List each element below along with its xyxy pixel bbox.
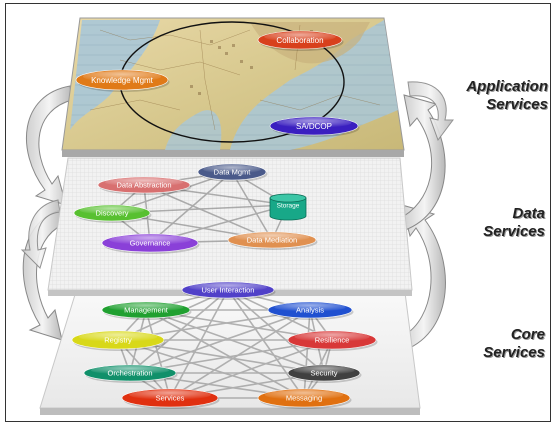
node-label: Governance: [130, 239, 171, 248]
connection-line: [227, 289, 305, 399]
node-label: SA/DCOP: [296, 122, 332, 131]
node-label: Orchestration: [107, 369, 152, 378]
application-services-label: Application Services: [440, 78, 548, 114]
node-label: Registry: [104, 336, 132, 345]
node-label: Knowledge Mgmt: [91, 76, 154, 85]
node-label: Data Abstraction: [116, 181, 171, 190]
connection-line: [117, 339, 305, 399]
connection-line: [129, 289, 229, 374]
node-data-mgmt[interactable]: Data Mgmt: [197, 163, 268, 182]
core-services-label: Core Services: [440, 326, 545, 362]
node-label: Collaboration: [276, 36, 323, 45]
node-resilience[interactable]: Resilience: [287, 330, 378, 351]
core-services-layer: [39, 284, 421, 415]
core-services-label-line1: Core: [510, 326, 545, 343]
node-security[interactable]: Security: [287, 364, 362, 383]
node-label: Services: [156, 394, 185, 403]
connection-line: [145, 309, 325, 374]
node-data-mediation[interactable]: Data Mediation: [227, 231, 318, 250]
connection-line: [149, 171, 233, 244]
node-management[interactable]: Management: [101, 301, 192, 320]
node-sadcop[interactable]: SA/DCOP: [269, 116, 360, 137]
connection-line: [129, 309, 311, 374]
connection-line: [143, 184, 273, 241]
node-storage[interactable]: Storage: [269, 193, 307, 221]
application-services-label-line2: Services: [486, 96, 548, 113]
node-label: Resilience: [315, 336, 350, 345]
data-services-label-line2: Services: [483, 223, 545, 240]
connection-line: [145, 309, 305, 399]
node-label: Management: [124, 306, 169, 315]
node-analysis[interactable]: Analysis: [267, 301, 354, 320]
connection-line: [169, 339, 333, 399]
node-collaboration[interactable]: Collaboration: [257, 30, 344, 51]
data-services-label: Data Services: [440, 205, 545, 241]
node-data-abstraction[interactable]: Data Abstraction: [97, 176, 192, 195]
node-services[interactable]: Services: [121, 388, 220, 409]
connection-line: [169, 309, 311, 399]
node-label: Messaging: [286, 394, 322, 403]
node-user-interaction[interactable]: User Interaction: [181, 281, 276, 300]
data-services-label-line1: Data: [512, 205, 545, 222]
node-orchestration[interactable]: Orchestration: [83, 364, 178, 383]
node-label: Discovery: [96, 209, 129, 218]
node-messaging[interactable]: Messaging: [257, 388, 352, 409]
left-cycle-arrows: [20, 85, 73, 341]
core-services-label-line2: Services: [483, 344, 545, 361]
node-label: Analysis: [296, 306, 324, 315]
connection-line: [303, 309, 311, 399]
node-registry[interactable]: Registry: [71, 330, 166, 351]
node-label: Data Mgmt: [214, 168, 252, 177]
node-knowledge[interactable]: Knowledge Mgmt: [75, 69, 170, 92]
node-label: User Interaction: [202, 286, 255, 295]
node-label: Storage: [277, 202, 300, 209]
application-services-label-line1: Application: [466, 78, 548, 95]
node-governance[interactable]: Governance: [101, 233, 200, 254]
right-cycle-arrows: [401, 81, 454, 351]
node-label: Data Mediation: [247, 236, 297, 245]
node-discovery[interactable]: Discovery: [73, 204, 152, 223]
node-label: Security: [310, 369, 337, 378]
connection-line: [145, 309, 171, 399]
